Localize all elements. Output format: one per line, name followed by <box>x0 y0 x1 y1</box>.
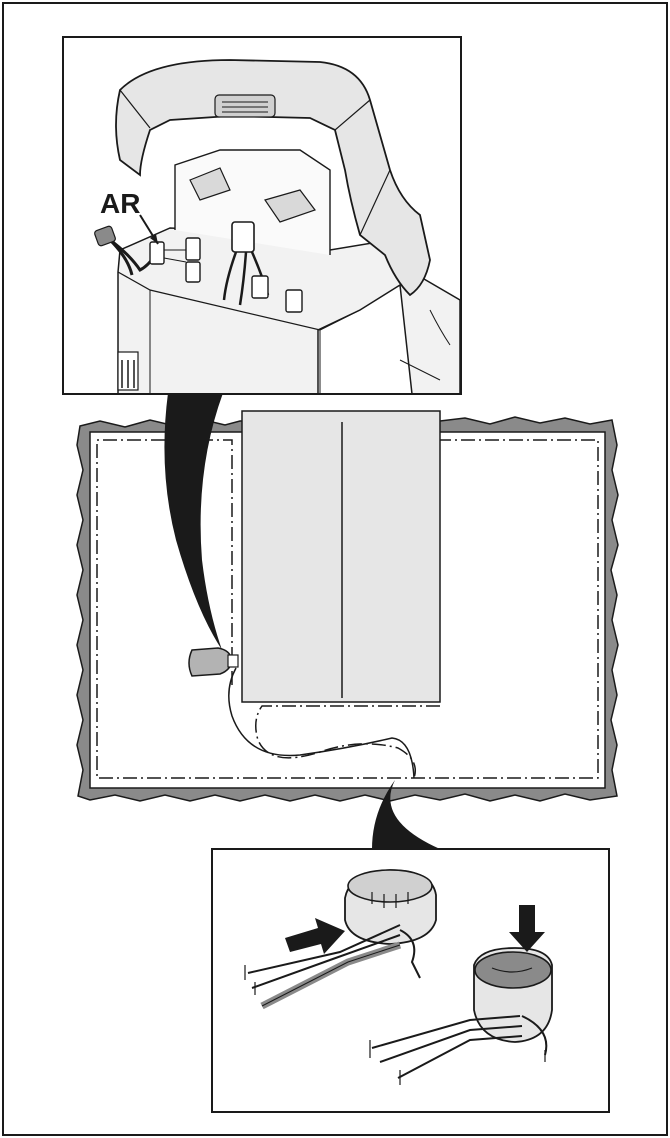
charging-station-footprint <box>242 411 440 702</box>
lid-grip <box>215 95 275 117</box>
callout-label-ar: AR <box>100 188 140 219</box>
ar-connector <box>150 242 164 264</box>
lawn-layout <box>77 411 618 801</box>
charging-station-inset: AR <box>63 37 461 394</box>
wire-coupler-inset <box>212 849 609 1112</box>
